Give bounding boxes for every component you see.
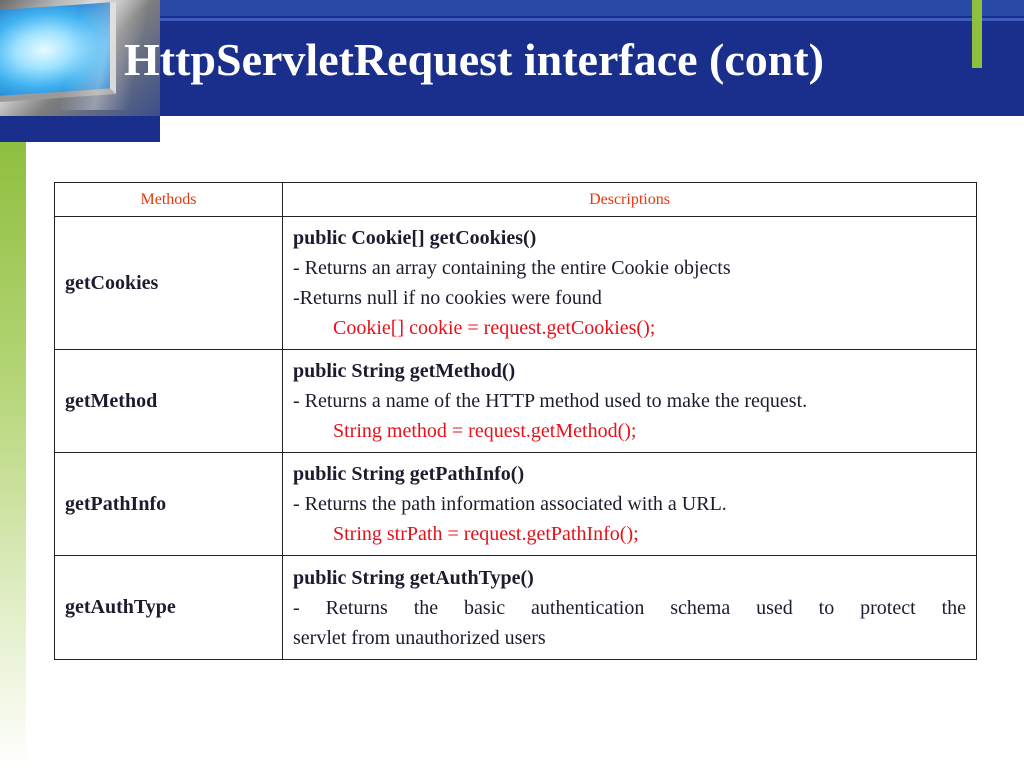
column-header-methods: Methods xyxy=(54,182,283,217)
method-name-cell: getPathInfo xyxy=(54,452,283,556)
method-name-cell: getAuthType xyxy=(54,555,283,660)
description-line: -Returns null if no cookies were found xyxy=(293,287,602,309)
table-row: getAuthType public String getAuthType() … xyxy=(54,555,977,660)
header-stripe xyxy=(160,18,1024,21)
green-accent-bar-left xyxy=(0,142,26,768)
table-header-row: Methods Descriptions xyxy=(54,182,977,217)
description-line: - Returns an array containing the entire… xyxy=(293,257,731,279)
method-signature: public Cookie[] getCookies() xyxy=(293,227,537,249)
method-signature: public String getMethod() xyxy=(293,360,516,382)
description-cell: public String getPathInfo() - Returns th… xyxy=(282,452,977,556)
green-accent-bar-top-right xyxy=(972,0,982,68)
method-signature: public String getPathInfo() xyxy=(293,463,525,485)
code-example: String method = request.getMethod(); xyxy=(333,420,637,442)
method-name-cell: getMethod xyxy=(54,349,283,453)
method-signature: public String getAuthType() xyxy=(293,566,534,589)
slide-title: HttpServletRequest interface (cont) xyxy=(124,34,824,85)
table-row: getCookies public Cookie[] getCookies() … xyxy=(54,216,977,350)
left-edge-block xyxy=(0,116,160,142)
methods-table: Methods Descriptions getCookies public C… xyxy=(54,182,977,660)
description-line: servlet from unauthorized users xyxy=(293,626,546,649)
table-row: getPathInfo public String getPathInfo() … xyxy=(54,452,977,556)
description-line: - Returns the path information associate… xyxy=(293,493,727,515)
description-cell: public Cookie[] getCookies() - Returns a… xyxy=(282,216,977,350)
table-row: getMethod public String getMethod() - Re… xyxy=(54,349,977,453)
computer-monitor-icon xyxy=(0,0,160,116)
description-line: - Returns a name of the HTTP method used… xyxy=(293,390,808,412)
method-name-cell: getCookies xyxy=(54,216,283,350)
code-example: Cookie[] cookie = request.getCookies(); xyxy=(333,317,656,339)
code-example: String strPath = request.getPathInfo(); xyxy=(333,523,639,545)
description-cell: public String getAuthType() - Returns th… xyxy=(282,555,977,660)
column-header-descriptions: Descriptions xyxy=(282,182,977,217)
description-line: - Returns the basic authentication schem… xyxy=(293,596,966,619)
header-band-top xyxy=(0,0,1024,16)
description-cell: public String getMethod() - Returns a na… xyxy=(282,349,977,453)
